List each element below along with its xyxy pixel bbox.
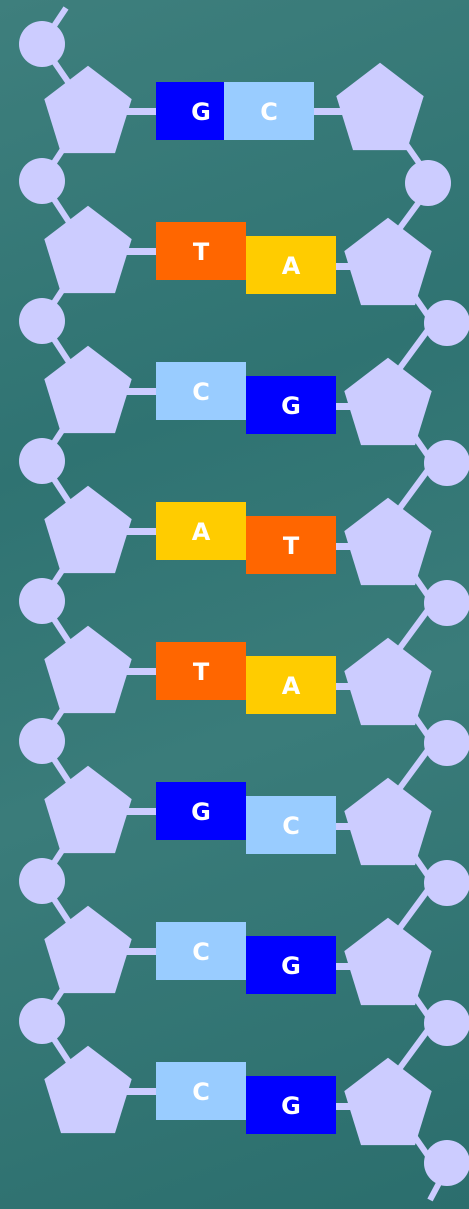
left-sugar	[44, 485, 132, 574]
base-g-right	[246, 936, 336, 994]
right-phosphate	[424, 300, 469, 346]
base-t-left	[156, 222, 246, 280]
right-sugar	[344, 497, 432, 586]
right-sugar	[344, 217, 432, 306]
base-label-right: A	[282, 672, 301, 700]
right-sugar-base-link	[312, 683, 364, 690]
right-sugar	[344, 777, 432, 866]
left-phosphate	[19, 438, 65, 484]
left-sugar-base-link	[118, 808, 162, 815]
right-phosphate	[424, 440, 469, 486]
left-phosphate	[19, 21, 65, 67]
backbone-lines	[39, 6, 450, 1202]
right-sugar	[336, 62, 424, 151]
base-t-left	[156, 642, 246, 700]
left-phosphate	[19, 158, 65, 204]
base-g-right	[246, 376, 336, 434]
base-label-left: G	[191, 798, 211, 826]
base-label-right: C	[260, 98, 278, 126]
base-c-left	[156, 362, 246, 420]
left-sugar	[44, 205, 132, 294]
left-sugar	[44, 65, 132, 154]
left-sugar	[44, 345, 132, 434]
right-phosphate	[405, 160, 451, 206]
base-g-left	[156, 782, 246, 840]
left-phosphate	[19, 858, 65, 904]
base-label-right: T	[283, 532, 300, 560]
right-sugar-base-link	[312, 263, 364, 270]
base-c-left	[156, 922, 246, 980]
right-sugar	[344, 1057, 432, 1146]
backbone-shapes	[19, 21, 469, 1186]
left-sugar	[44, 625, 132, 714]
base-g-right	[246, 1076, 336, 1134]
left-sugar	[44, 765, 132, 854]
base-label-left: C	[192, 938, 210, 966]
right-phosphate	[424, 580, 469, 626]
base-a-left	[156, 502, 246, 560]
left-sugar	[44, 1045, 132, 1134]
left-sugar-base-link	[118, 108, 162, 115]
right-sugar-base-link	[312, 1103, 364, 1110]
left-sugar-base-link	[118, 668, 162, 675]
base-label-right: G	[281, 952, 301, 980]
left-sugar-base-link	[118, 388, 162, 395]
base-label-right: G	[281, 392, 301, 420]
right-sugar-base-link	[312, 823, 364, 830]
right-sugar-base-link	[312, 108, 364, 115]
right-sugar	[344, 357, 432, 446]
left-sugar-base-link	[118, 528, 162, 535]
base-label-right: C	[282, 812, 300, 840]
base-a-right	[246, 236, 336, 294]
left-sugar	[44, 905, 132, 994]
left-phosphate	[19, 998, 65, 1044]
base-c-left	[156, 1062, 246, 1120]
base-label-left: T	[193, 238, 210, 266]
left-sugar-base-link	[118, 948, 162, 955]
right-sugar-base-link	[312, 963, 364, 970]
right-sugar-base-link	[312, 543, 364, 550]
right-phosphate	[424, 1140, 469, 1186]
base-t-right	[246, 516, 336, 574]
base-label-left: C	[192, 378, 210, 406]
base-label-left: G	[191, 98, 211, 126]
base-label-left: T	[193, 658, 210, 686]
left-phosphate	[19, 298, 65, 344]
left-sugar-base-link	[118, 1088, 162, 1095]
base-label-right: A	[282, 252, 301, 280]
left-phosphate	[19, 718, 65, 764]
right-sugar	[344, 917, 432, 1006]
base-c-right	[246, 796, 336, 854]
base-label-right: G	[281, 1092, 301, 1120]
base-label-left: C	[192, 1078, 210, 1106]
right-phosphate	[424, 1000, 469, 1046]
base-a-right	[246, 656, 336, 714]
base-pairs: G C T A C G A T T A G C C G C G	[156, 82, 336, 1134]
right-phosphate	[424, 720, 469, 766]
right-phosphate	[424, 860, 469, 906]
base-label-left: A	[192, 518, 211, 546]
right-sugar-base-link	[312, 403, 364, 410]
left-phosphate	[19, 578, 65, 624]
left-sugar-base-link	[118, 248, 162, 255]
base-c-right	[224, 82, 314, 140]
right-sugar	[344, 637, 432, 726]
